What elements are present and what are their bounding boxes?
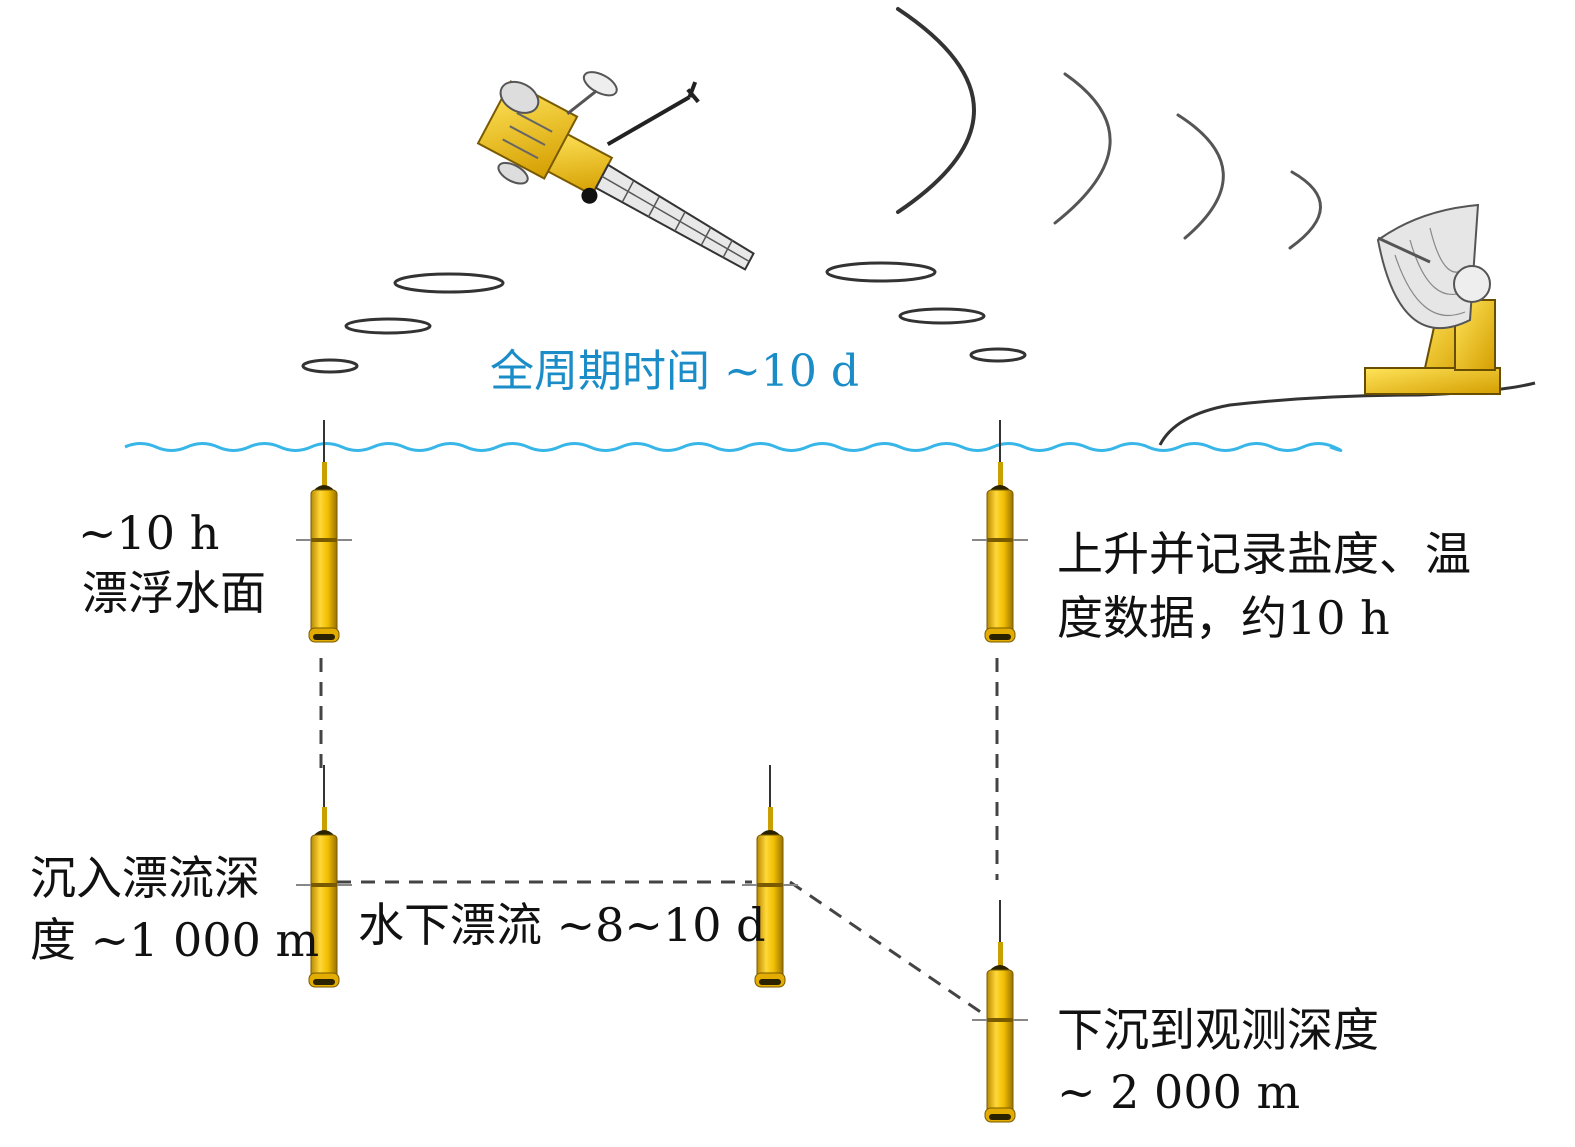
descend-profile-label-line1: 下沉到观测深度: [1057, 1003, 1379, 1057]
radio-wave-icon: [896, 7, 1322, 250]
ground-station-icon: [1158, 203, 1536, 446]
signal-ring-icon: [301, 261, 1027, 374]
sea-surface: [124, 442, 1343, 452]
ascend-record-label-line2: 度数据，约10 h: [1057, 591, 1390, 645]
satellite-icon: [476, 71, 755, 271]
underwater-drift-label: 水下漂流 ~8~10 d: [358, 898, 766, 952]
surface-duration-label: ~10 h: [78, 506, 220, 560]
descend-park-label-line1: 沉入漂流深: [30, 851, 260, 905]
float-icon: [971, 419, 1029, 643]
descend-park-label-line2: 度 ~1 000 m: [30, 913, 320, 967]
ascend-record-label-line1: 上升并记录盐度、温: [1057, 527, 1471, 581]
float-trajectory: [319, 658, 999, 1017]
float-icon: [295, 419, 353, 643]
surface-float-label: 漂浮水面: [82, 566, 266, 620]
descend-profile-label-line2: ~ 2 000 m: [1057, 1065, 1301, 1119]
cycle-time-label: 全周期时间 ~10 d: [490, 346, 859, 397]
